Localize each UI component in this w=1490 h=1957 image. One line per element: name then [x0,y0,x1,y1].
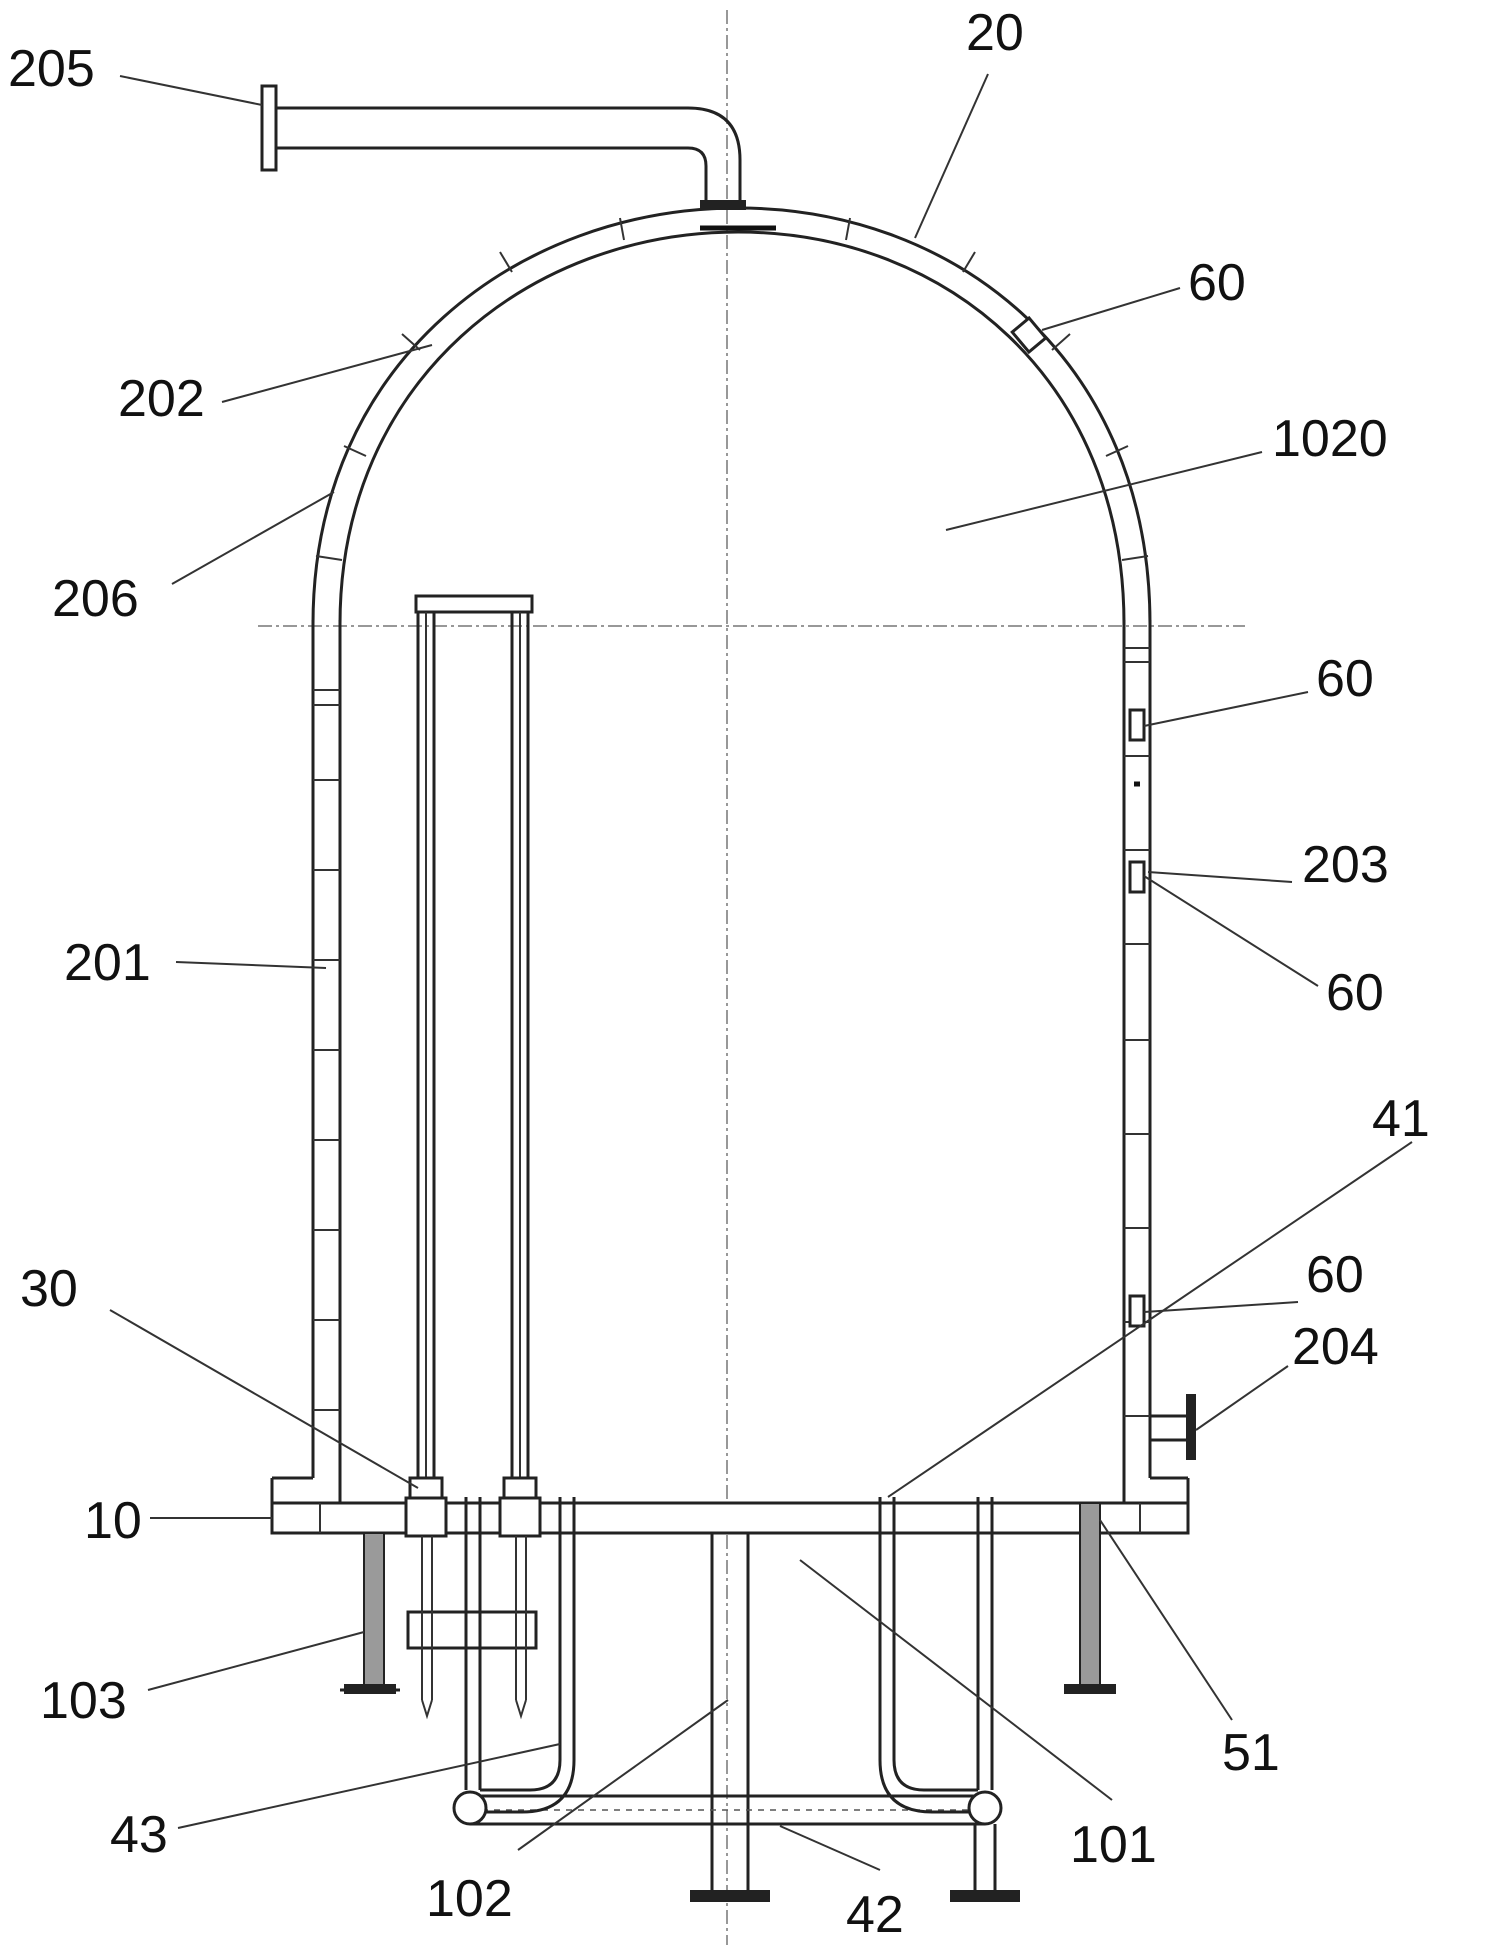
label-102: 102 [426,1870,513,1928]
label-103: 103 [40,1672,127,1730]
jacket-fitting-60-lower [1128,1294,1146,1328]
part-labels: 205 20 60 202 1020 206 60 203 201 60 41 … [8,4,1430,1944]
label-30: 30 [20,1260,78,1318]
branch-pipe-41 [878,1497,1020,1902]
label-60-upper: 60 [1316,650,1374,708]
label-10: 10 [84,1492,142,1550]
support-leg-51 [1064,1502,1116,1694]
label-202: 202 [118,370,205,428]
label-43: 43 [110,1806,168,1864]
label-60-dome: 60 [1188,254,1246,312]
jacket-fitting-60-dome [1010,315,1048,355]
label-203: 203 [1302,836,1389,894]
vessel-left-wall-201 [311,620,342,1503]
jacket-fitting-60-upper [1128,708,1146,742]
label-60-lower: 60 [1306,1246,1364,1304]
label-205: 205 [8,40,95,98]
label-60-middle: 60 [1326,964,1384,1022]
label-201: 201 [64,934,151,992]
label-20: 20 [966,4,1024,62]
support-leg-103 [340,1532,400,1694]
vessel-right-wall-203 [1122,620,1152,1503]
label-41: 41 [1372,1090,1430,1148]
label-1020: 1020 [1272,410,1388,468]
heater-assembly-30 [404,594,542,1720]
outlet-pipe-205 [260,84,746,210]
label-204: 204 [1292,1318,1379,1376]
label-42: 42 [846,1886,904,1944]
central-drain-102 [690,1533,770,1902]
label-101: 101 [1070,1816,1157,1874]
leader-lines [109,73,1413,1871]
label-51: 51 [1222,1724,1280,1782]
vessel-dome [311,206,1152,625]
branch-pipe-43 [452,1497,576,1826]
side-nozzle-204 [1150,1394,1196,1460]
jacket-fitting-60-middle [1128,860,1146,894]
label-206: 206 [52,570,139,628]
